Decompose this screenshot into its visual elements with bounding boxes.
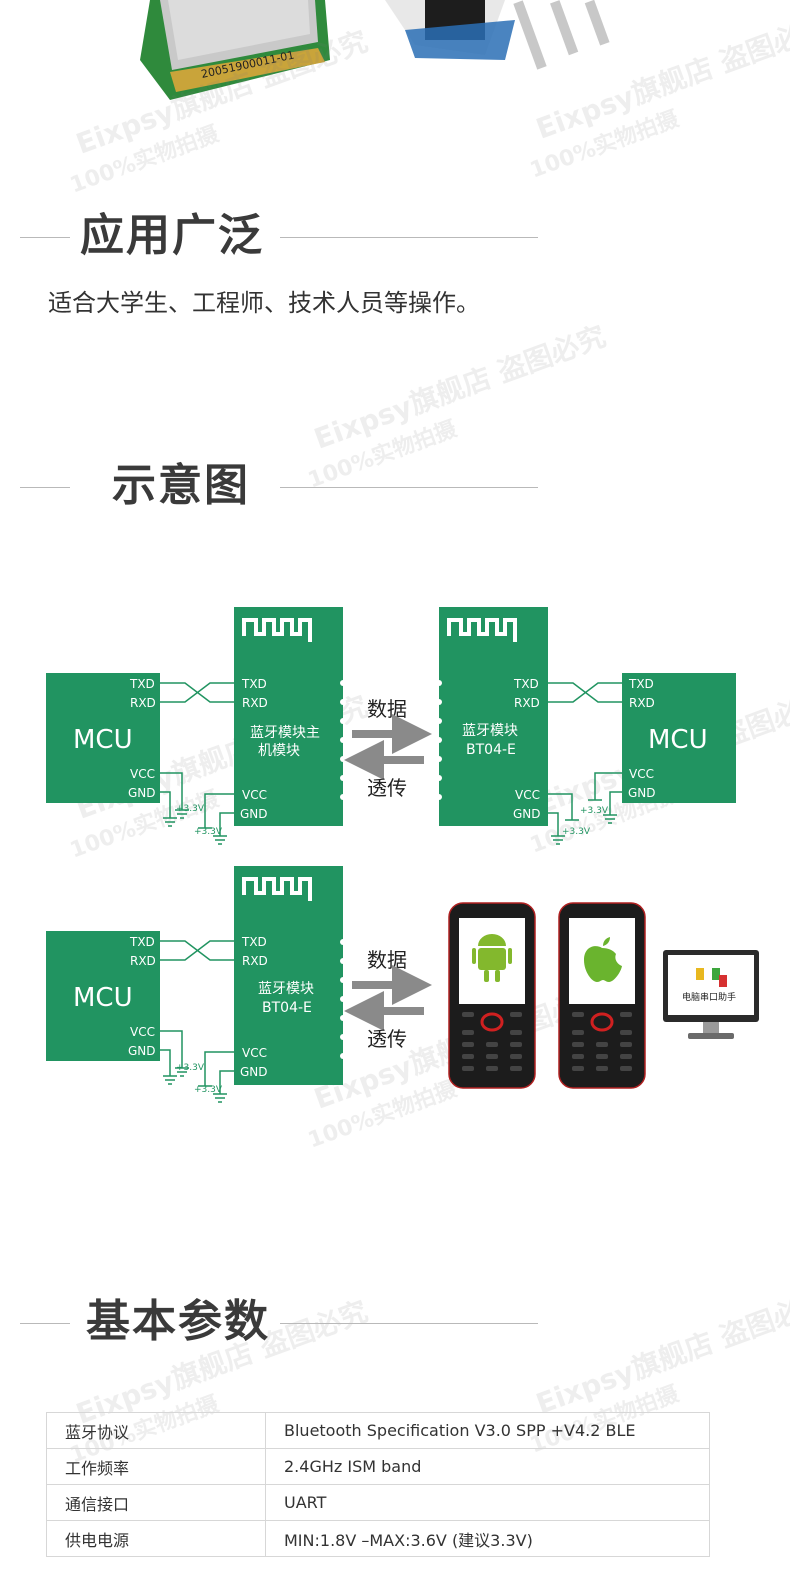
mcu-vcc-label: VCC [130,767,155,781]
mcu-label: MCU [648,725,708,755]
android-phone-icon [448,902,536,1089]
mcu-rxd-label: RXD [130,954,156,968]
mcu-txd-label: TXD [129,935,155,949]
module-rxd-label: RXD [242,696,268,710]
power-label: +3.3V [194,1085,223,1095]
mcu-gnd-label: GND [628,786,656,800]
module-txd-label: TXD [513,677,539,691]
spec-key: 通信接口 [46,1484,266,1521]
mcu-gnd-label: GND [128,1044,156,1058]
connection-diagram: MCU TXD RXD VCC GND TXD RXD 蓝牙模块主 机模块 VC… [46,607,759,1103]
section-title-application: 应用广泛 [80,210,264,261]
passthrough-label: 透传 [367,776,407,800]
section-divider-right [280,237,538,238]
pc-app-label: 电脑串口助手 [682,991,736,1003]
slave-module-label: 蓝牙模块 [258,981,314,997]
antenna-icon [242,618,312,642]
antenna-icon [447,618,517,642]
mcu-txd-label: TXD [628,677,654,691]
master-module-label: 机模块 [258,743,300,759]
power-label: +3.3V [194,827,223,837]
spec-key: 供电电源 [46,1520,266,1557]
data-label: 数据 [367,948,407,972]
module-rxd-label: RXD [514,696,540,710]
mcu-block [46,931,160,1061]
spec-table: 蓝牙协议 Bluetooth Specification V3.0 SPP +V… [46,1412,710,1557]
slave-module-label: BT04-E [262,1000,312,1016]
spec-key: 蓝牙协议 [46,1412,266,1449]
section-title-params: 基本参数 [86,1296,270,1347]
power-label: +3.3V [176,804,205,814]
mcu-label: MCU [73,983,133,1013]
section-divider-left [20,487,70,488]
pc-monitor-icon: 电脑串口助手 [663,950,759,1039]
spec-value: Bluetooth Specification V3.0 SPP +V4.2 B… [265,1412,710,1449]
mcu-rxd-label: RXD [130,696,156,710]
bluetooth-module-photo: 20051900011-01 [140,0,330,100]
application-description: 适合大学生、工程师、技术人员等操作。 [48,289,480,317]
module-gnd-label: GND [513,807,541,821]
master-module-label: 蓝牙模块主 [250,725,320,741]
section-divider-right [280,487,538,488]
spec-value: MIN:1.8V –MAX:3.6V (建议3.3V) [265,1520,710,1557]
section-title-diagram: 示意图 [112,460,250,511]
mcu-vcc-label: VCC [130,1025,155,1039]
slave-module-block [439,607,548,826]
mcu-block [46,673,160,803]
module-rxd-label: RXD [242,954,268,968]
module-vcc-label: VCC [242,788,267,802]
power-label: +3.3V [562,827,591,837]
passthrough-label: 透传 [367,1027,407,1051]
master-module-block [234,607,343,826]
mcu-gnd-label: GND [128,786,156,800]
mcu-txd-label: TXD [129,677,155,691]
spec-value: 2.4GHz ISM band [265,1448,710,1485]
module-gnd-label: GND [240,807,268,821]
mcu-label: MCU [73,725,133,755]
section-divider-left [20,237,70,238]
table-row: 蓝牙协议 Bluetooth Specification V3.0 SPP +V… [46,1412,710,1449]
antenna-icon [242,877,312,901]
mcu-block [622,673,736,803]
module-txd-label: TXD [241,935,267,949]
power-label: +3.3V [176,1063,205,1073]
slave-module-label: 蓝牙模块 [462,723,518,739]
module-vcc-label: VCC [515,788,540,802]
module-gnd-label: GND [240,1065,268,1079]
table-row: 通信接口 UART [46,1484,710,1521]
power-label: +3.3V [580,806,609,816]
mcu-rxd-label: RXD [629,696,655,710]
data-label: 数据 [367,697,407,721]
module-txd-label: TXD [241,677,267,691]
apple-phone-icon [558,902,646,1089]
slave-module-block [234,866,343,1085]
table-row: 工作频率 2.4GHz ISM band [46,1448,710,1485]
adapter-board-photo [385,0,610,70]
spec-value: UART [265,1484,710,1521]
module-vcc-label: VCC [242,1046,267,1060]
mcu-vcc-label: VCC [629,767,654,781]
slave-module-label: BT04-E [466,742,516,758]
section-divider-right [280,1323,538,1324]
section-divider-left [20,1323,70,1324]
table-row: 供电电源 MIN:1.8V –MAX:3.6V (建议3.3V) [46,1520,710,1557]
spec-key: 工作频率 [46,1448,266,1485]
